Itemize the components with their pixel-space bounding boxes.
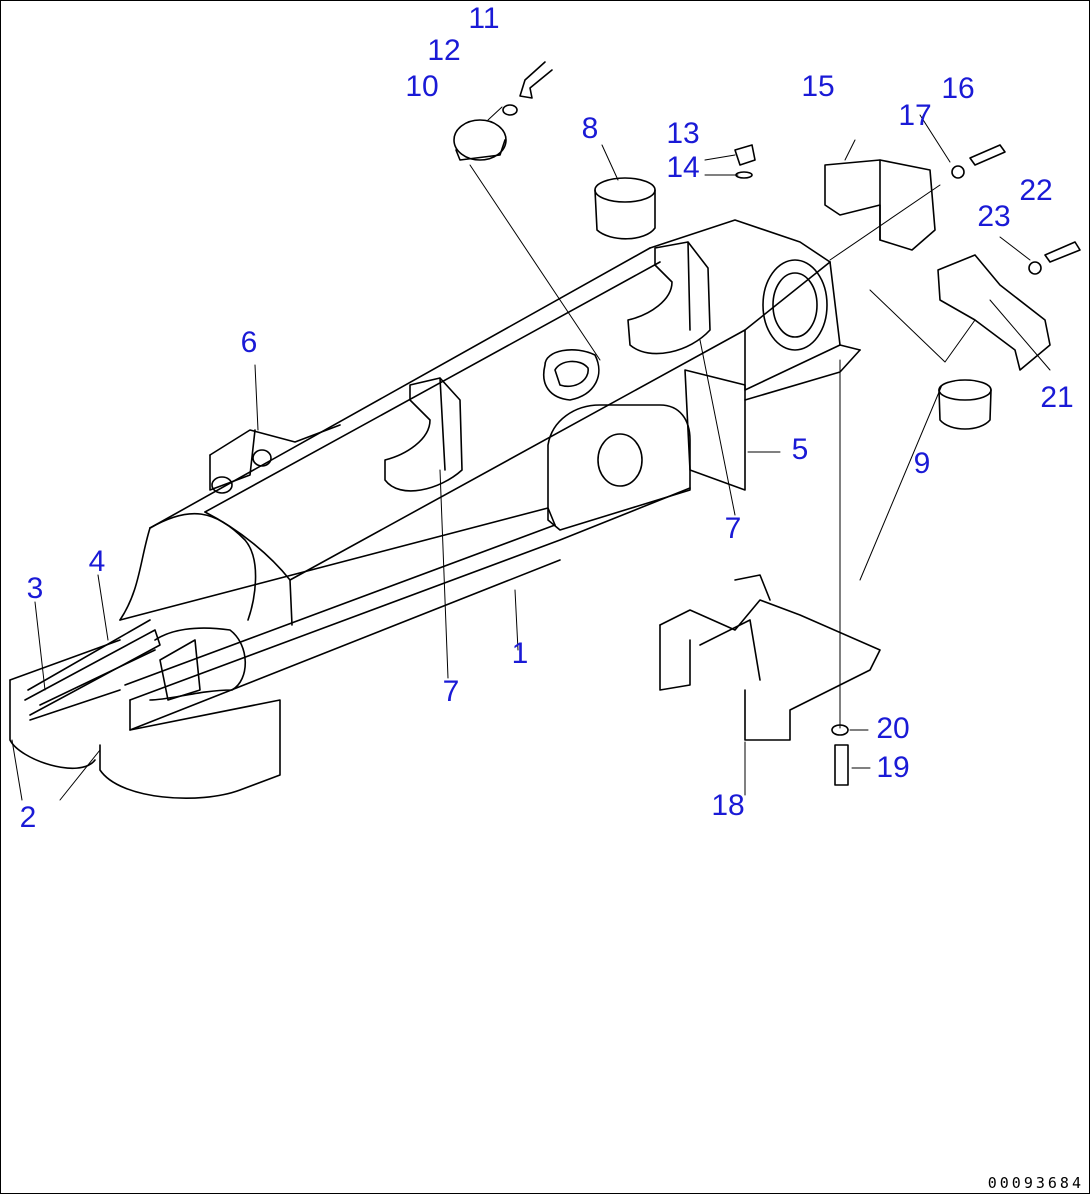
callout-22: 22 xyxy=(1019,174,1053,207)
callout-10: 10 xyxy=(405,70,439,103)
callout-3: 3 xyxy=(26,572,44,605)
callout-14: 14 xyxy=(666,151,700,184)
plug-13 xyxy=(734,144,756,166)
bolt-19 xyxy=(834,744,849,786)
callout-19: 19 xyxy=(876,751,910,784)
callout-20: 20 xyxy=(876,712,910,745)
washer-12 xyxy=(502,104,518,116)
saddle-7-rear xyxy=(627,241,711,355)
callout-1: 1 xyxy=(511,637,529,670)
support-18 xyxy=(659,574,881,741)
bolt-22 xyxy=(1044,241,1081,263)
callout-7-front: 7 xyxy=(442,675,460,708)
callout-13: 13 xyxy=(666,117,700,150)
cap-10 xyxy=(453,119,507,161)
saddle-7-front xyxy=(384,377,463,492)
callout-8: 8 xyxy=(581,112,599,145)
main-frame-beam xyxy=(9,219,861,731)
bracket-15 xyxy=(824,159,936,251)
front-fork xyxy=(9,619,281,799)
callout-16: 16 xyxy=(941,72,975,105)
callout-17: 17 xyxy=(898,99,932,132)
callout-4: 4 xyxy=(88,545,106,578)
callout-2: 2 xyxy=(19,801,37,834)
bracket-21 xyxy=(937,254,1051,371)
callout-18: 18 xyxy=(711,789,745,822)
bushing-9 xyxy=(938,379,992,430)
callout-5: 5 xyxy=(791,433,809,466)
callout-15: 15 xyxy=(801,70,835,103)
document-id: 00093684 xyxy=(987,1174,1084,1192)
callout-12: 12 xyxy=(427,34,461,67)
plate-5 xyxy=(684,349,861,491)
callout-23: 23 xyxy=(977,200,1011,233)
bolt-16 xyxy=(969,144,1006,166)
seal-ring xyxy=(543,349,600,401)
leader-lines xyxy=(11,106,1051,801)
callout-9: 9 xyxy=(913,447,931,480)
bracket-6 xyxy=(209,424,341,494)
callout-6: 6 xyxy=(240,326,258,359)
callout-21: 21 xyxy=(1040,381,1074,414)
bolt-11 xyxy=(519,61,553,99)
callout-11: 11 xyxy=(468,2,500,35)
callout-7-rear: 7 xyxy=(724,512,742,545)
washer-17 xyxy=(951,165,965,179)
washer-23 xyxy=(1028,261,1042,275)
bushing-8 xyxy=(594,177,656,240)
